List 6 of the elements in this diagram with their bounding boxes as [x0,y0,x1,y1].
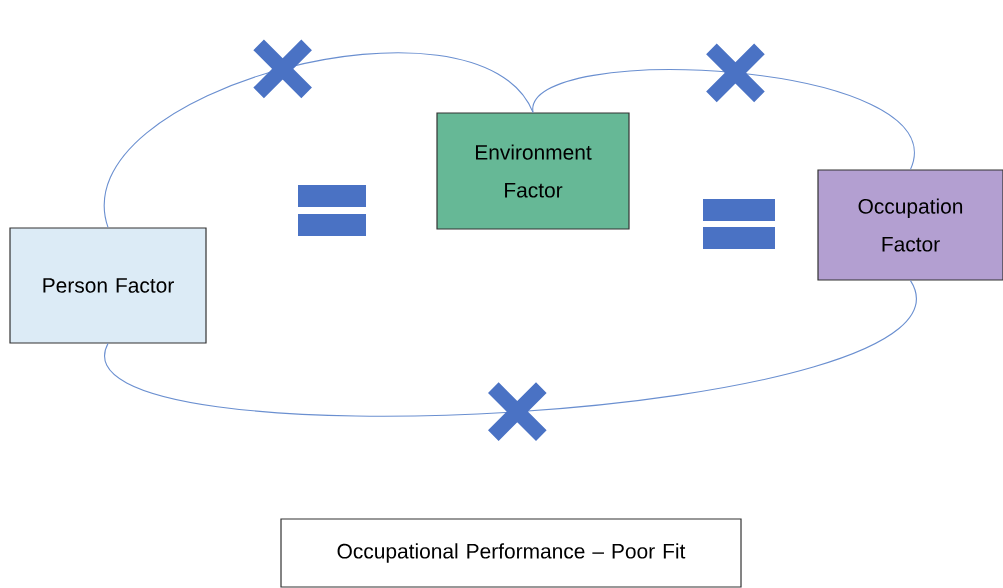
factor-box: Person Factor [9,227,207,344]
factor-box: Environment Factor [436,112,630,230]
factor-box: Occupational Performance – Poor Fit [280,518,742,588]
curved-line [104,52,534,228]
factor-box: Occupation Factor [817,169,1003,281]
curved-line [532,69,914,170]
